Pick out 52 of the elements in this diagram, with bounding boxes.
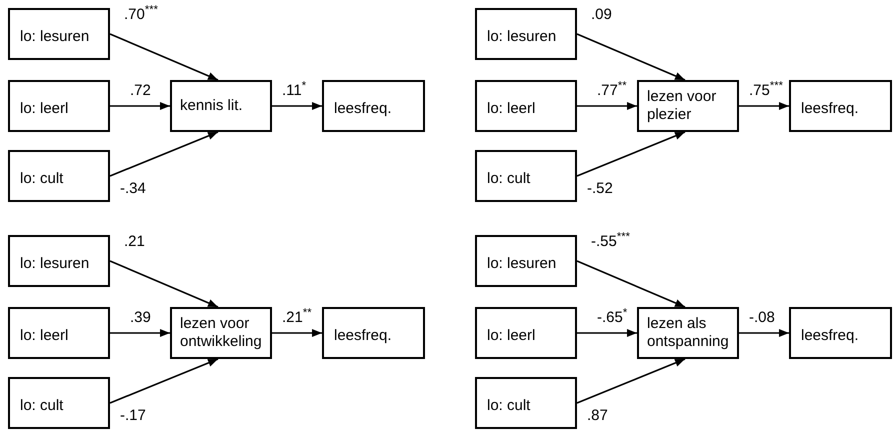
arrow	[577, 329, 637, 337]
mediator-box: lezen als ontspanning	[637, 307, 739, 359]
edge-label: -.08	[749, 309, 775, 327]
arrow	[110, 358, 218, 404]
edge-label: .70$^{***}$	[124, 6, 158, 24]
variable-box: lo: lesuren	[475, 235, 577, 287]
arrow	[739, 102, 789, 110]
edge-label: -.52	[587, 180, 613, 198]
variable-box: leesfreq.	[789, 80, 892, 132]
edge-label: .09	[591, 6, 612, 24]
arrow	[272, 329, 322, 337]
variable-box: lo: cult	[8, 150, 110, 202]
variable-box: lo: lesuren	[8, 235, 110, 287]
variable-box: lo: lesuren	[475, 8, 577, 60]
edge-label: .39	[130, 309, 151, 327]
edge-label: -.34	[120, 180, 146, 198]
variable-box: lo: cult	[475, 150, 577, 202]
mediator-box: lezen voor ontwikkeling	[170, 307, 272, 359]
arrow	[576, 33, 686, 81]
variable-box: leesfreq.	[322, 80, 425, 132]
arrow	[110, 102, 170, 110]
variable-box: lo: leerl	[475, 80, 577, 132]
arrow	[110, 33, 218, 81]
arrow	[110, 131, 218, 177]
variable-box: lo: leerl	[475, 307, 577, 359]
arrow	[110, 260, 218, 308]
arrow	[110, 329, 170, 337]
arrow	[576, 358, 686, 404]
variable-box: leesfreq.	[322, 307, 425, 359]
variable-box: lo: cult	[475, 377, 577, 429]
variable-box: lo: cult	[8, 377, 110, 429]
edge-label: .11$^{*}$	[282, 82, 306, 100]
variable-box: leesfreq.	[789, 307, 892, 359]
edge-label: -.55$^{***}$	[591, 233, 630, 251]
edge-label: .21	[124, 233, 145, 251]
edge-label: .75$^{***}$	[749, 82, 783, 100]
mediator-box: kennis lit.	[170, 80, 272, 132]
arrow	[576, 131, 686, 177]
edge-label: -.65$^{*}$	[597, 309, 628, 327]
variable-box: lo: leerl	[8, 80, 110, 132]
arrow	[576, 260, 686, 308]
edge-label: .72	[130, 82, 151, 100]
edge-label: -.17	[120, 407, 146, 425]
arrow	[577, 102, 637, 110]
variable-box: lo: lesuren	[8, 8, 110, 60]
arrow	[739, 329, 789, 337]
arrow	[272, 102, 322, 110]
edge-label: .87	[587, 407, 608, 425]
mediator-box: lezen voor plezier	[637, 80, 739, 132]
variable-box: lo: leerl	[8, 307, 110, 359]
edge-label: .21$^{**}$	[282, 309, 312, 327]
edge-label: .77$^{**}$	[597, 82, 627, 100]
